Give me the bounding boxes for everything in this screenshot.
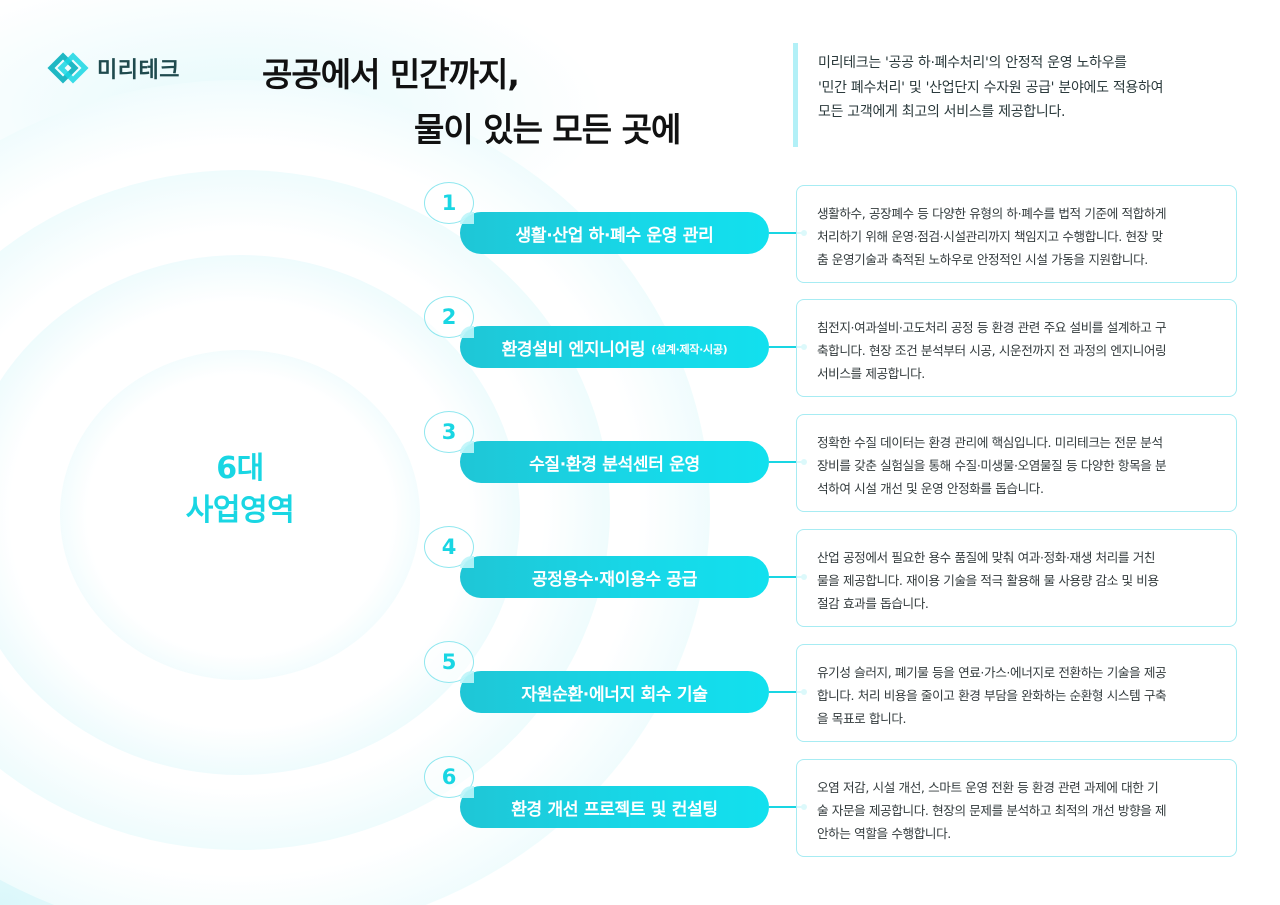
business-area-item-1: 1 생활·산업 하·폐수 운영 관리 생활하수, 공장폐수 등 다양한 유형의 … bbox=[0, 182, 1280, 283]
description-line: 합니다. 처리 비용을 줄이고 환경 부담을 완화하는 순환형 시스템 구축 bbox=[817, 688, 1167, 703]
item-title-pill: 공정용수·재이용수 공급 bbox=[460, 556, 769, 598]
item-title: 공정용수·재이용수 공급 bbox=[531, 569, 698, 590]
connector-line bbox=[769, 232, 805, 234]
description-line: 축합니다. 현장 조건 분석부터 시공, 시운전까지 전 과정의 엔지니어링 bbox=[817, 343, 1167, 358]
item-title: 환경설비 엔지니어링 bbox=[501, 339, 646, 360]
description-line: 생활하수, 공장폐수 등 다양한 유형의 하·폐수를 법적 기준에 적합하게 bbox=[817, 206, 1167, 221]
item-title-pill: 자원순환·에너지 회수 기술 bbox=[460, 671, 769, 713]
description-line: 서비스를 제공합니다. bbox=[817, 366, 925, 381]
item-number-badge: 3 bbox=[424, 411, 474, 453]
badge-overlap-accent bbox=[460, 441, 474, 453]
item-title: 환경 개선 프로젝트 및 컨설팅 bbox=[511, 799, 718, 820]
item-description-box: 정확한 수질 데이터는 환경 관리에 핵심입니다. 미리테크는 전문 분석 장비… bbox=[796, 414, 1237, 512]
item-number-badge: 4 bbox=[424, 526, 474, 568]
item-description-box: 산업 공정에서 필요한 용수 품질에 맞춰 여과·정화·재생 처리를 거친 물을… bbox=[796, 529, 1237, 627]
business-area-item-4: 4 공정용수·재이용수 공급 산업 공정에서 필요한 용수 품질에 맞춰 여과·… bbox=[0, 526, 1280, 627]
badge-overlap-accent bbox=[460, 212, 474, 224]
business-area-item-6: 6 환경 개선 프로젝트 및 컨설팅 오염 저감, 시설 개선, 스마트 운영 … bbox=[0, 756, 1280, 857]
connector-line bbox=[769, 576, 805, 578]
business-area-item-3: 3 수질·환경 분석센터 운영 정확한 수질 데이터는 환경 관리에 핵심입니다… bbox=[0, 411, 1280, 512]
description-line: 석하여 시설 개선 및 운영 안정화를 돕습니다. bbox=[817, 481, 1044, 496]
item-title-pill: 생활·산업 하·폐수 운영 관리 bbox=[460, 212, 769, 254]
ripple-ring-inner bbox=[60, 350, 420, 680]
item-title-pill: 수질·환경 분석센터 운영 bbox=[460, 441, 769, 483]
intro-line: '민간 폐수처리' 및 '산업단지 수자원 공급' 분야에도 적용하여 bbox=[818, 79, 1164, 96]
intro-line: 모든 고객에게 최고의 서비스를 제공합니다. bbox=[818, 104, 1066, 120]
item-subtitle: (설계·제작·시공) bbox=[651, 342, 728, 356]
connector-line bbox=[769, 691, 805, 693]
item-title: 수질·환경 분석센터 운영 bbox=[529, 454, 700, 475]
brand-name: 미리테크 bbox=[97, 58, 180, 83]
badge-overlap-accent bbox=[460, 786, 474, 798]
page-title-line-1: 공공에서 민간까지, bbox=[262, 55, 520, 94]
item-title-pill: 환경설비 엔지니어링 (설계·제작·시공) bbox=[460, 326, 769, 368]
business-area-item-2: 2 환경설비 엔지니어링 (설계·제작·시공) 침전지·여과설비·고도처리 공정… bbox=[0, 296, 1280, 397]
badge-overlap-accent bbox=[460, 326, 474, 338]
description-line: 오염 저감, 시설 개선, 스마트 운영 전환 등 환경 관련 과제에 대한 기 bbox=[817, 780, 1159, 795]
description-line: 장비를 갖춘 실험실을 통해 수질·미생물·오염물질 등 다양한 항목을 분 bbox=[817, 458, 1167, 473]
page-title-line-2: 물이 있는 모든 곳에 bbox=[414, 110, 681, 149]
description-line: 물을 제공합니다. 재이용 기술을 적극 활용해 물 사용량 감소 및 비용 bbox=[817, 573, 1159, 588]
connector-line bbox=[769, 806, 805, 808]
diamond-logo-icon bbox=[47, 51, 91, 85]
description-line: 유기성 슬러지, 폐기물 등을 연료·가스·에너지로 전환하는 기술을 제공 bbox=[817, 665, 1167, 680]
item-title: 생활·산업 하·폐수 운영 관리 bbox=[515, 225, 714, 246]
brand-logo: 미리테크 bbox=[47, 51, 180, 85]
badge-overlap-accent bbox=[460, 556, 474, 568]
intro-line: 미리테크는 '공공 하·폐수처리'의 안정적 운영 노하우를 bbox=[818, 55, 1127, 71]
description-line: 정확한 수질 데이터는 환경 관리에 핵심입니다. 미리테크는 전문 분석 bbox=[817, 435, 1163, 450]
item-description-box: 생활하수, 공장폐수 등 다양한 유형의 하·폐수를 법적 기준에 적합하게 처… bbox=[796, 185, 1237, 283]
description-line: 처리하기 위해 운영·점검·시설관리까지 책임지고 수행합니다. 현장 맞 bbox=[817, 229, 1163, 244]
description-line: 안하는 역할을 수행합니다. bbox=[817, 826, 951, 841]
item-description-box: 오염 저감, 시설 개선, 스마트 운영 전환 등 환경 관련 과제에 대한 기… bbox=[796, 759, 1237, 857]
center-label-line-1: 6대 bbox=[216, 451, 264, 486]
item-description-box: 침전지·여과설비·고도처리 공정 등 환경 관련 주요 설비를 설계하고 구 축… bbox=[796, 299, 1237, 397]
connector-line bbox=[769, 461, 805, 463]
description-line: 을 목표로 합니다. bbox=[817, 711, 907, 726]
center-label: 6대 사업영역 bbox=[140, 448, 340, 532]
item-description-box: 유기성 슬러지, 폐기물 등을 연료·가스·에너지로 전환하는 기술을 제공 합… bbox=[796, 644, 1237, 742]
item-title: 자원순환·에너지 회수 기술 bbox=[521, 684, 708, 705]
description-line: 술 자문을 제공합니다. 현장의 문제를 분석하고 최적의 개선 방향을 제 bbox=[817, 803, 1167, 818]
business-area-item-5: 5 자원순환·에너지 회수 기술 유기성 슬러지, 폐기물 등을 연료·가스·에… bbox=[0, 641, 1280, 742]
center-label-line-2: 사업영역 bbox=[185, 493, 295, 528]
description-line: 산업 공정에서 필요한 용수 품질에 맞춰 여과·정화·재생 처리를 거친 bbox=[817, 550, 1156, 565]
intro-text-block: 미리테크는 '공공 하·폐수처리'의 안정적 운영 노하우를 '민간 폐수처리'… bbox=[793, 43, 1243, 147]
badge-overlap-accent bbox=[460, 671, 474, 683]
description-line: 춤 운영기술과 축적된 노하우로 안정적인 시설 가동을 지원합니다. bbox=[817, 252, 1148, 267]
connector-line bbox=[769, 346, 805, 348]
description-line: 침전지·여과설비·고도처리 공정 등 환경 관련 주요 설비를 설계하고 구 bbox=[817, 320, 1167, 335]
item-title-pill: 환경 개선 프로젝트 및 컨설팅 bbox=[460, 786, 769, 828]
description-line: 절감 효과를 돕습니다. bbox=[817, 596, 929, 611]
